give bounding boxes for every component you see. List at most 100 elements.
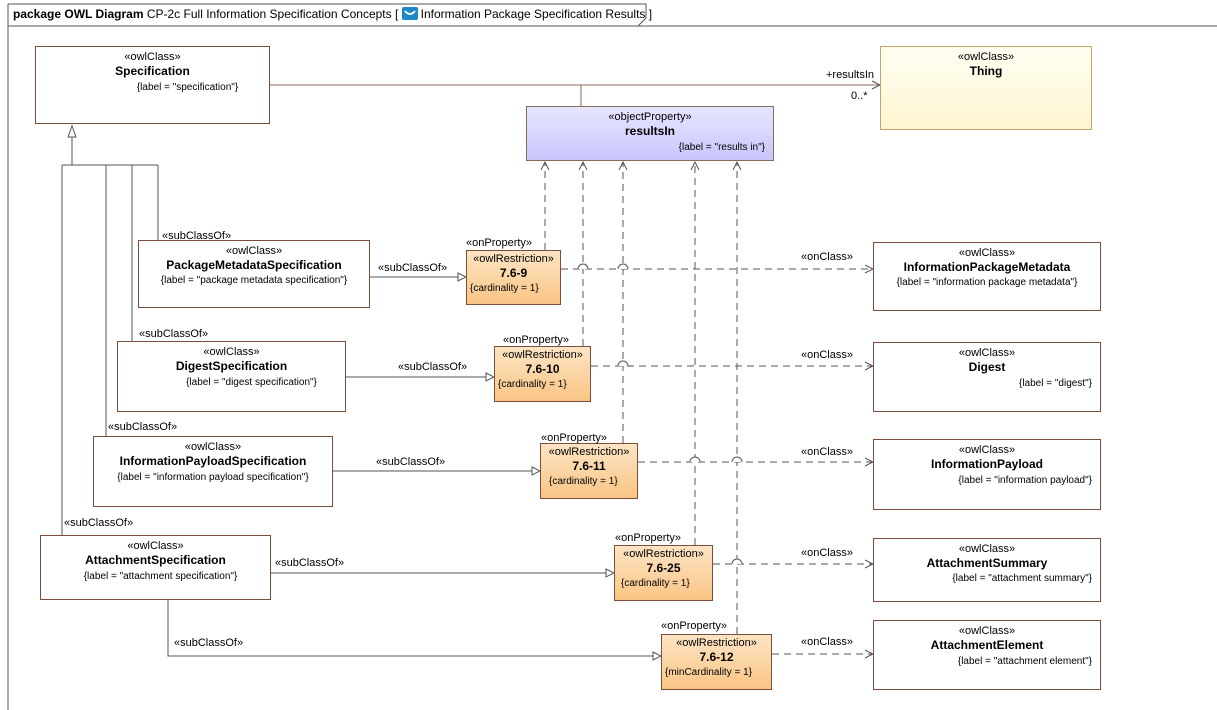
restriction-tag: {cardinality = 1} <box>549 476 618 487</box>
stereotype: «owlRestriction» <box>473 253 554 265</box>
restriction-name: 7.6-11 <box>572 459 606 473</box>
class-name: InformationPackageMetadata <box>903 260 1071 274</box>
class-name: InformationPayload <box>930 457 1043 471</box>
class-package-metadata-specification[interactable]: «owlClass» PackageMetadataSpecification … <box>138 240 370 308</box>
stereotype: «owlRestriction» <box>623 548 704 560</box>
property-tag: {label = "results in"} <box>678 142 765 153</box>
class-tag: {label = "information package metadata"} <box>896 277 1078 288</box>
onproperty-label-r7612: «onProperty» <box>661 620 728 632</box>
subclassof-label-attachment: «subClassOf» <box>64 517 134 529</box>
stereotype: «objectProperty» <box>608 111 692 123</box>
restriction-tag: {cardinality = 1} <box>621 578 690 589</box>
stereotype: «owlClass» <box>127 540 184 552</box>
restriction-name: 7.6-9 <box>499 266 528 280</box>
stereotype: «owlRestriction» <box>502 349 583 361</box>
onclass-label-digest: «onClass» <box>801 349 853 361</box>
restriction-7-6-25[interactable]: «owlRestriction» 7.6-25 {cardinality = 1… <box>614 545 713 601</box>
class-attachment-summary[interactable]: «owlClass» AttachmentSummary {label = "a… <box>873 538 1101 602</box>
stereotype: «owlClass» <box>958 247 1016 259</box>
stereotype: «owlClass» <box>124 51 181 63</box>
subclassof-label-r7610: «subClassOf» <box>398 361 468 373</box>
class-tag: {label = "information payload"} <box>958 475 1092 486</box>
class-tag: {label = "attachment element"} <box>957 656 1092 667</box>
restriction-7-6-9[interactable]: «owlRestriction» 7.6-9 {cardinality = 1} <box>466 250 561 305</box>
role-label-resultsin: +resultsIn <box>826 69 874 81</box>
class-name: PackageMetadataSpecification <box>166 258 342 272</box>
objectproperty-resultsin[interactable]: «objectProperty» resultsIn {label = "res… <box>526 106 774 161</box>
restriction-name: 7.6-25 <box>646 561 681 575</box>
class-name: InformationPayloadSpecification <box>119 454 307 468</box>
restriction-7-6-10[interactable]: «owlRestriction» 7.6-10 {cardinality = 1… <box>494 346 591 402</box>
diagram-frame <box>7 3 1217 710</box>
class-name: AttachmentElement <box>930 638 1044 652</box>
class-digest[interactable]: «owlClass» Digest {label = "digest"} <box>873 342 1101 412</box>
class-information-payload[interactable]: «owlClass» InformationPayload {label = "… <box>873 439 1101 510</box>
class-name: Digest <box>968 360 1006 374</box>
class-tag: {label = "attachment summary"} <box>952 573 1092 584</box>
subclassof-label-package-metadata: «subClassOf» <box>162 230 232 242</box>
onproperty-label-r769: «onProperty» <box>466 237 533 249</box>
class-name: Thing <box>969 64 1003 78</box>
class-tag: {label = "attachment specification"} <box>83 571 238 582</box>
class-tag: {label = "specification"} <box>136 82 239 93</box>
class-specification[interactable]: «owlClass» Specification {label = "speci… <box>35 46 270 124</box>
class-tag: {label = "package metadata specification… <box>160 275 348 286</box>
onclass-label-attachment-summary: «onClass» <box>801 547 853 559</box>
frame-keyword: package <box>13 7 62 21</box>
multiplicity-label: 0..* <box>851 90 868 102</box>
generalization-lines <box>61 124 159 535</box>
frame-title: CP-2c Full Information Specification Con… <box>146 7 399 21</box>
onproperty-lines <box>545 162 737 634</box>
onclass-label-information-payload: «onClass» <box>801 446 853 458</box>
class-information-payload-specification[interactable]: «owlClass» InformationPayloadSpecificati… <box>93 436 333 507</box>
class-tag: {label = "digest"} <box>1019 378 1092 389</box>
class-name: Specification <box>115 64 190 78</box>
subclassof-label-r769: «subClassOf» <box>378 262 448 274</box>
class-attachment-specification[interactable]: «owlClass» AttachmentSpecification {labe… <box>40 535 271 600</box>
restriction-name: 7.6-12 <box>699 650 734 664</box>
class-name: AttachmentSummary <box>926 556 1048 570</box>
restriction-7-6-11[interactable]: «owlRestriction» 7.6-11 {cardinality = 1… <box>540 443 638 499</box>
subclassof-label-r7612: «subClassOf» <box>174 637 244 649</box>
restriction-tag: {cardinality = 1} <box>470 283 539 294</box>
onproperty-label-r7625: «onProperty» <box>615 532 682 544</box>
class-name: DigestSpecification <box>175 359 288 373</box>
subclassof-label-information-payload: «subClassOf» <box>108 421 178 433</box>
onclass-label-attachment-element: «onClass» <box>801 636 853 648</box>
stereotype: «owlClass» <box>203 346 260 358</box>
class-tag: {label = "information payload specificat… <box>117 472 309 483</box>
class-name: AttachmentSpecification <box>85 553 226 567</box>
class-information-package-metadata[interactable]: «owlClass» InformationPackageMetadata {l… <box>873 242 1101 311</box>
frame-diagram-type: OWL Diagram <box>64 7 144 21</box>
stereotype: «owlClass» <box>958 347 1016 359</box>
subclassof-label-digest: «subClassOf» <box>139 328 209 340</box>
restriction-tag: {minCardinality = 1} <box>665 667 752 678</box>
restriction-7-6-12[interactable]: «owlRestriction» 7.6-12 {minCardinality … <box>661 634 772 690</box>
stereotype: «owlClass» <box>184 441 242 453</box>
restriction-tag: {cardinality = 1} <box>498 379 567 390</box>
subclassof-label-r7611: «subClassOf» <box>376 456 446 468</box>
subclassof-label-r7625: «subClassOf» <box>275 557 345 569</box>
stereotype: «owlClass» <box>958 625 1016 637</box>
class-tag: {label = "digest specification"} <box>186 377 317 388</box>
class-thing[interactable]: «owlClass» Thing <box>880 46 1092 130</box>
stereotype: «owlRestriction» <box>676 637 757 649</box>
diagram-tab-icon <box>401 7 418 20</box>
restriction-name: 7.6-10 <box>525 362 560 376</box>
property-name: resultsIn <box>624 124 675 138</box>
stereotype: «owlClass» <box>958 543 1016 555</box>
onproperty-label-r7611: «onProperty» <box>541 432 608 444</box>
stereotype: «owlClass» <box>957 51 1015 63</box>
class-attachment-element[interactable]: «owlClass» AttachmentElement {label = "a… <box>873 620 1101 690</box>
subclassof-arrows <box>167 277 661 656</box>
stereotype: «owlRestriction» <box>548 446 630 458</box>
frame-context: Information Package Specification Result… <box>420 7 646 21</box>
frame-close: ] <box>648 7 653 21</box>
onproperty-label-r7610: «onProperty» <box>503 334 570 346</box>
stereotype: «owlClass» <box>958 444 1016 456</box>
onclass-label-information-package-metadata: «onClass» <box>801 251 853 263</box>
stereotype: «owlClass» <box>225 245 283 257</box>
class-digest-specification[interactable]: «owlClass» DigestSpecification {label = … <box>117 341 346 412</box>
diagram-frame-title: package OWL Diagram CP-2c Full Informati… <box>13 6 652 22</box>
